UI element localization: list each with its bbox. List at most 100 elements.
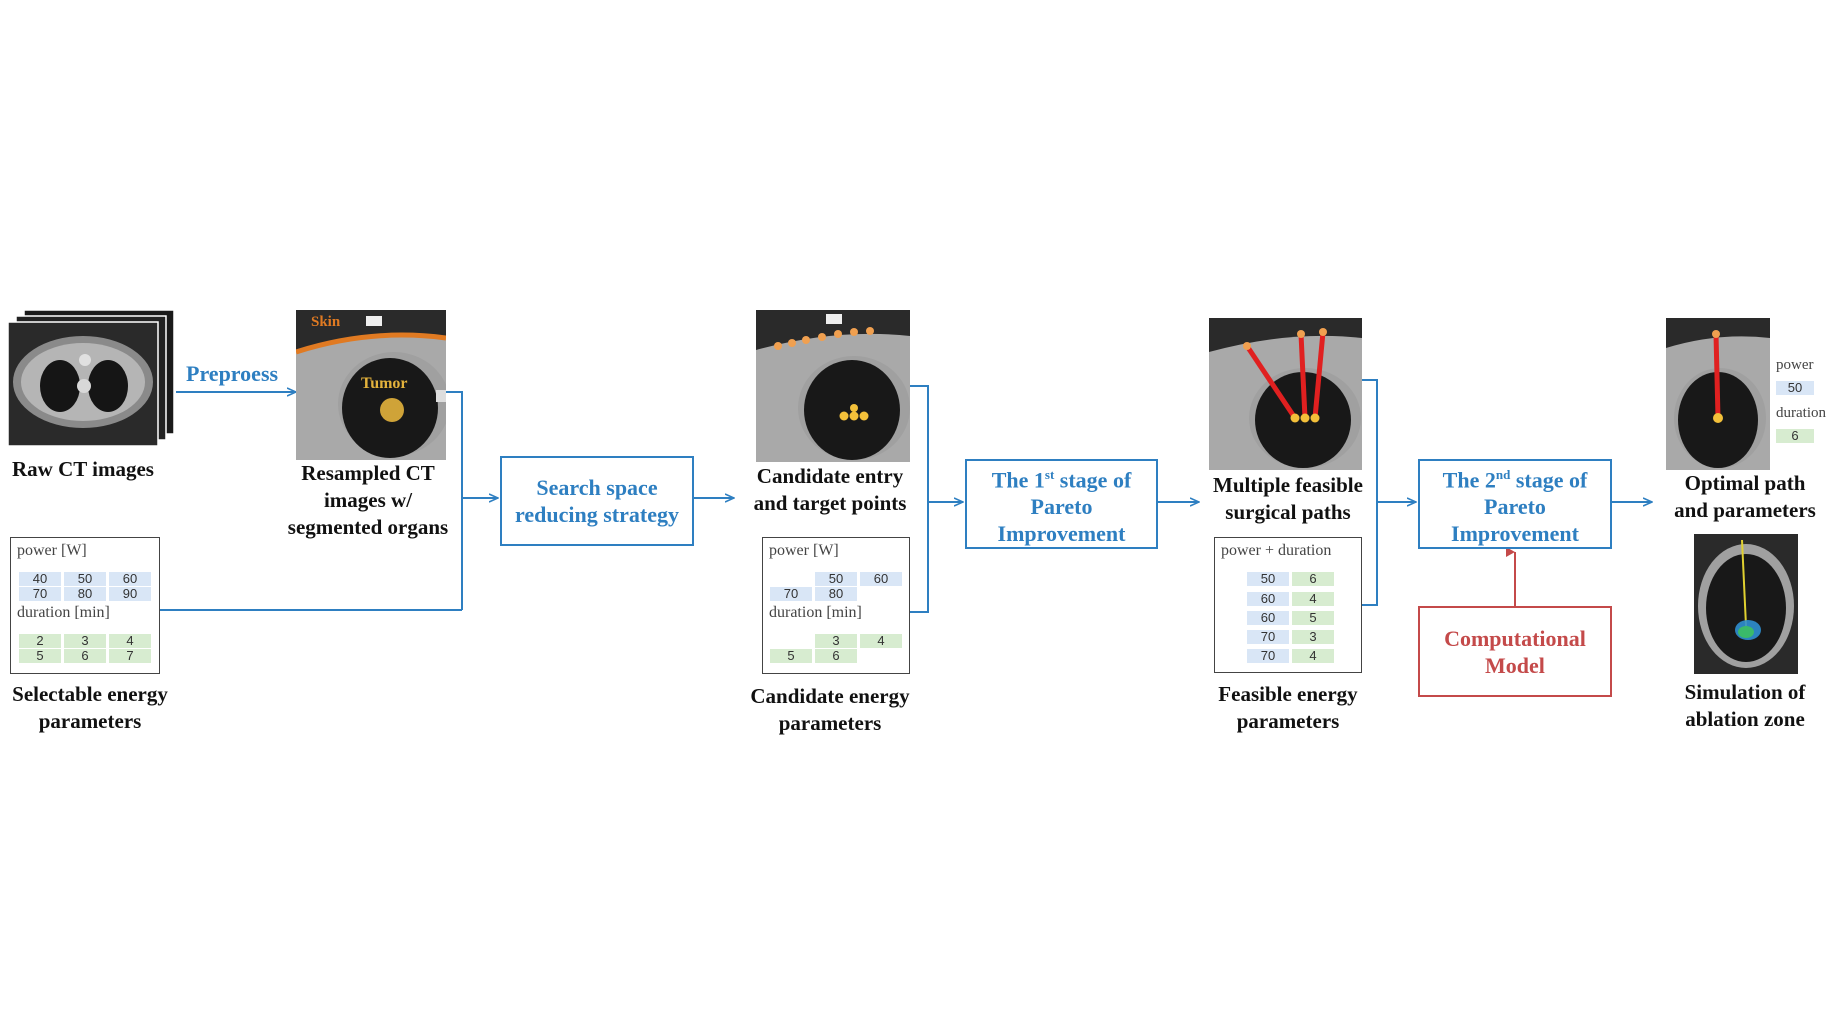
- param-cell: 50: [64, 572, 106, 586]
- caption-feasible-energy-line1: Feasible energy: [1218, 682, 1358, 706]
- feasible-paths-ct-image: [1209, 318, 1362, 470]
- connector-paths-merge: [1362, 379, 1378, 606]
- caption-feasible-energy-line2: parameters: [1236, 709, 1340, 733]
- caption-optimal: Optimal path and parameters: [1650, 470, 1839, 524]
- param-cell: 90: [109, 587, 151, 601]
- stage1-post: stage of: [1054, 467, 1132, 493]
- selectable-power-label: power [W]: [17, 542, 87, 559]
- caption-candidate-energy-line2: parameters: [778, 711, 882, 735]
- param-cell: 60: [1247, 611, 1289, 625]
- caption-candidate-points-line1: Candidate entry: [756, 464, 904, 488]
- search-space-box: Search space reducing strategy: [500, 456, 694, 546]
- param-cell: 50: [1247, 572, 1289, 586]
- caption-candidate-points: Candidate entry and target points: [730, 463, 930, 517]
- caption-resampled-line2: images w/: [323, 488, 413, 512]
- param-cell: 6: [1292, 572, 1334, 586]
- caption-simulation-line2: ablation zone: [1685, 707, 1805, 731]
- feasible-params-panel: power + duration 50 6 60 4 60 5 70 3 70 …: [1214, 537, 1362, 673]
- param-cell: 6: [815, 649, 857, 663]
- caption-selectable: Selectable energy parameters: [0, 681, 180, 735]
- param-cell: 3: [64, 634, 106, 648]
- label-skin: Skin: [311, 314, 341, 330]
- caption-raw-ct: Raw CT images: [12, 457, 154, 481]
- stage1-pre: The 1: [991, 467, 1045, 493]
- param-cell: 4: [109, 634, 151, 648]
- stage2-line3: Improvement: [1451, 521, 1579, 547]
- param-cell: 70: [19, 587, 61, 601]
- label-tumor: Tumor: [361, 375, 408, 392]
- caption-simulation: Simulation of ablation zone: [1650, 679, 1839, 733]
- param-cell: 5: [1292, 611, 1334, 625]
- search-box-line2: reducing strategy: [515, 502, 679, 527]
- caption-multiple-paths-line2: surgical paths: [1225, 500, 1351, 524]
- feasible-label: power + duration: [1221, 542, 1332, 559]
- selectable-params-panel: power [W] 40 50 60 70 80 90 duration [mi…: [10, 537, 160, 674]
- param-cell: 40: [19, 572, 61, 586]
- candidate-points-ct-image: [756, 310, 910, 462]
- caption-selectable-line2: parameters: [38, 709, 142, 733]
- stage1-pareto-box: The 1st stage of Pareto Improvement: [965, 459, 1158, 549]
- search-box-line1: Search space: [536, 475, 658, 500]
- param-cell: 4: [1292, 649, 1334, 663]
- stage1-line1: The 1st stage of: [992, 461, 1132, 493]
- stage2-post: stage of: [1510, 467, 1588, 493]
- caption-optimal-line1: Optimal path: [1684, 471, 1806, 495]
- param-cell: 4: [860, 634, 902, 648]
- raw-ct-stack-image: [8, 309, 175, 447]
- optimal-power-label: power: [1776, 357, 1814, 373]
- stage1-sup: st: [1044, 466, 1055, 482]
- stage2-pareto-box: The 2nd stage of Pareto Improvement: [1418, 459, 1612, 549]
- caption-multiple-paths-line1: Multiple feasible: [1213, 473, 1363, 497]
- caption-selectable-line1: Selectable energy: [12, 682, 168, 706]
- caption-simulation-line1: Simulation of: [1684, 680, 1806, 704]
- param-cell: 5: [19, 649, 61, 663]
- stage2-line2: Pareto: [1484, 494, 1546, 520]
- stage2-sup: nd: [1495, 466, 1511, 482]
- param-cell: 70: [1247, 630, 1289, 644]
- segmented-ct-image: [296, 310, 446, 460]
- candidate-power-label: power [W]: [769, 542, 839, 559]
- param-cell: 60: [1247, 592, 1289, 606]
- param-cell: 3: [815, 634, 857, 648]
- stage2-line1: The 2nd stage of: [1443, 461, 1588, 493]
- caption-resampled-line1: Resampled CT: [301, 461, 435, 485]
- param-cell: 5: [770, 649, 812, 663]
- ablation-simulation-image: [1694, 534, 1798, 674]
- optimal-duration-label: duration: [1776, 405, 1826, 421]
- caption-resampled: Resampled CT images w/ segmented organs: [268, 460, 468, 541]
- param-cell: 70: [770, 587, 812, 601]
- candidate-duration-label: duration [min]: [769, 604, 862, 621]
- param-cell: 50: [815, 572, 857, 586]
- connector-resampled-merge: [446, 391, 463, 610]
- param-cell: 60: [860, 572, 902, 586]
- param-cell: 80: [815, 587, 857, 601]
- param-cell: 2: [19, 634, 61, 648]
- label-preprocess: Preproess: [186, 361, 279, 386]
- param-cell: 60: [109, 572, 151, 586]
- caption-candidate-energy-line1: Candidate energy: [750, 684, 910, 708]
- caption-feasible-energy: Feasible energy parameters: [1192, 681, 1384, 735]
- model-line1: Computational: [1444, 625, 1586, 651]
- computational-model-box: Computational Model: [1418, 606, 1612, 697]
- param-cell: 7: [109, 649, 151, 663]
- param-cell: 4: [1292, 592, 1334, 606]
- caption-candidate-energy: Candidate energy parameters: [730, 683, 930, 737]
- stage1-line2: Pareto: [1030, 494, 1093, 520]
- param-cell: 6: [64, 649, 106, 663]
- optimal-path-ct-image: [1666, 318, 1770, 470]
- optimal-duration-value: 6: [1776, 429, 1814, 443]
- connector-candidates-merge: [910, 385, 929, 613]
- caption-candidate-points-line2: and target points: [753, 491, 907, 515]
- param-cell: 3: [1292, 630, 1334, 644]
- caption-optimal-line2: and parameters: [1674, 498, 1816, 522]
- param-cell: 80: [64, 587, 106, 601]
- model-line2: Model: [1485, 652, 1545, 678]
- stage2-pre: The 2: [1442, 467, 1496, 493]
- optimal-power-value: 50: [1776, 381, 1814, 395]
- caption-resampled-line3: segmented organs: [287, 515, 449, 539]
- selectable-duration-label: duration [min]: [17, 604, 110, 621]
- caption-multiple-paths: Multiple feasible surgical paths: [1192, 472, 1384, 526]
- param-cell: 70: [1247, 649, 1289, 663]
